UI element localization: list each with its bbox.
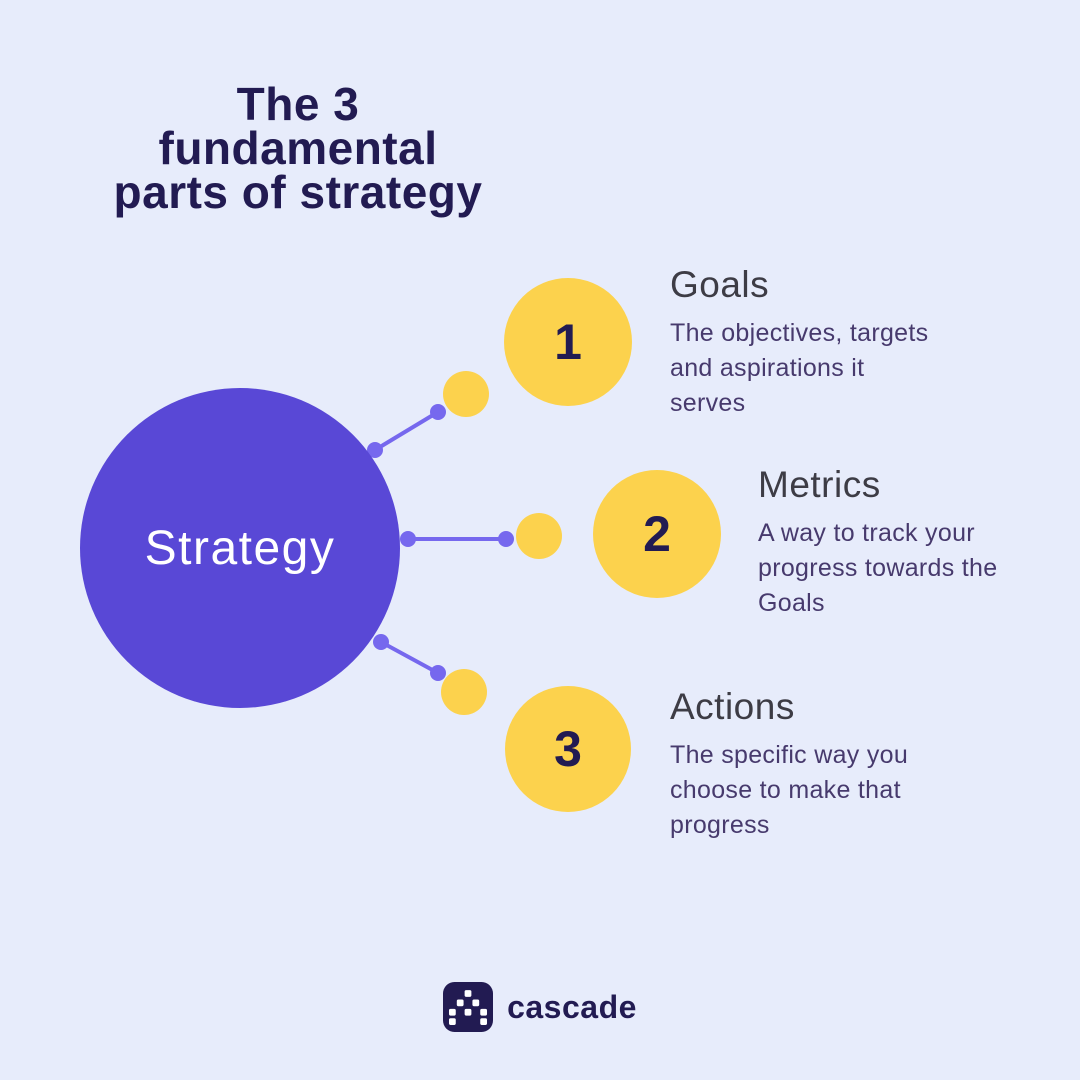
page-title-line-1: The 3 — [236, 78, 360, 130]
metrics-desc-line: A way to track your — [758, 519, 975, 547]
actions-heading: Actions — [670, 686, 795, 727]
number-label-metrics: 2 — [643, 506, 671, 562]
cascade-logo: cascade — [0, 982, 1080, 1032]
actions-desc-line: progress — [670, 811, 770, 839]
page-title: The 3 fundamental parts of strategy — [38, 78, 558, 218]
cascade-logo-icon — [443, 982, 494, 1032]
connector-line-actions — [380, 640, 439, 675]
metrics-desc-line: progress towards the — [758, 554, 998, 582]
metrics-heading: Metrics — [758, 464, 881, 505]
goals-desc-line: and aspirations it — [670, 354, 865, 382]
connector-dot — [498, 531, 514, 547]
number-circle-metrics: 2 — [593, 470, 721, 598]
actions-desc-line: choose to make that — [670, 776, 901, 804]
number-label-actions: 3 — [554, 721, 582, 777]
connector-dot — [430, 404, 446, 420]
page-title-line-2: fundamental — [158, 122, 438, 174]
satellite-circle-actions — [441, 669, 487, 715]
goals-desc-line: serves — [670, 389, 746, 417]
number-label-goals: 1 — [554, 314, 582, 370]
metrics-desc-line: Goals — [758, 589, 825, 617]
satellite-circle-goals — [443, 371, 489, 417]
page-title-line-3: parts of strategy — [113, 166, 483, 218]
strategy-hub-circle: Strategy — [80, 388, 400, 708]
number-circle-actions: 3 — [505, 686, 631, 812]
brand-name: cascade — [507, 988, 637, 1025]
connector-dot — [373, 634, 389, 650]
goals-text-block: Goals The objectives, targets and aspira… — [670, 264, 928, 421]
strategy-hub-label: Strategy — [144, 521, 336, 575]
actions-desc-line: The specific way you — [670, 741, 909, 769]
connector-dot — [400, 531, 416, 547]
connector-dot — [430, 665, 446, 681]
number-circle-goals: 1 — [504, 278, 632, 406]
goals-desc-line: The objectives, targets — [670, 319, 929, 347]
connector-line-goals — [373, 410, 440, 452]
actions-text-block: Actions The specific way you choose to m… — [670, 686, 908, 843]
metrics-text-block: Metrics A way to track your progress tow… — [758, 464, 997, 621]
connector-dot — [367, 442, 383, 458]
goals-heading: Goals — [670, 264, 770, 305]
satellite-circle-metrics — [516, 513, 562, 559]
